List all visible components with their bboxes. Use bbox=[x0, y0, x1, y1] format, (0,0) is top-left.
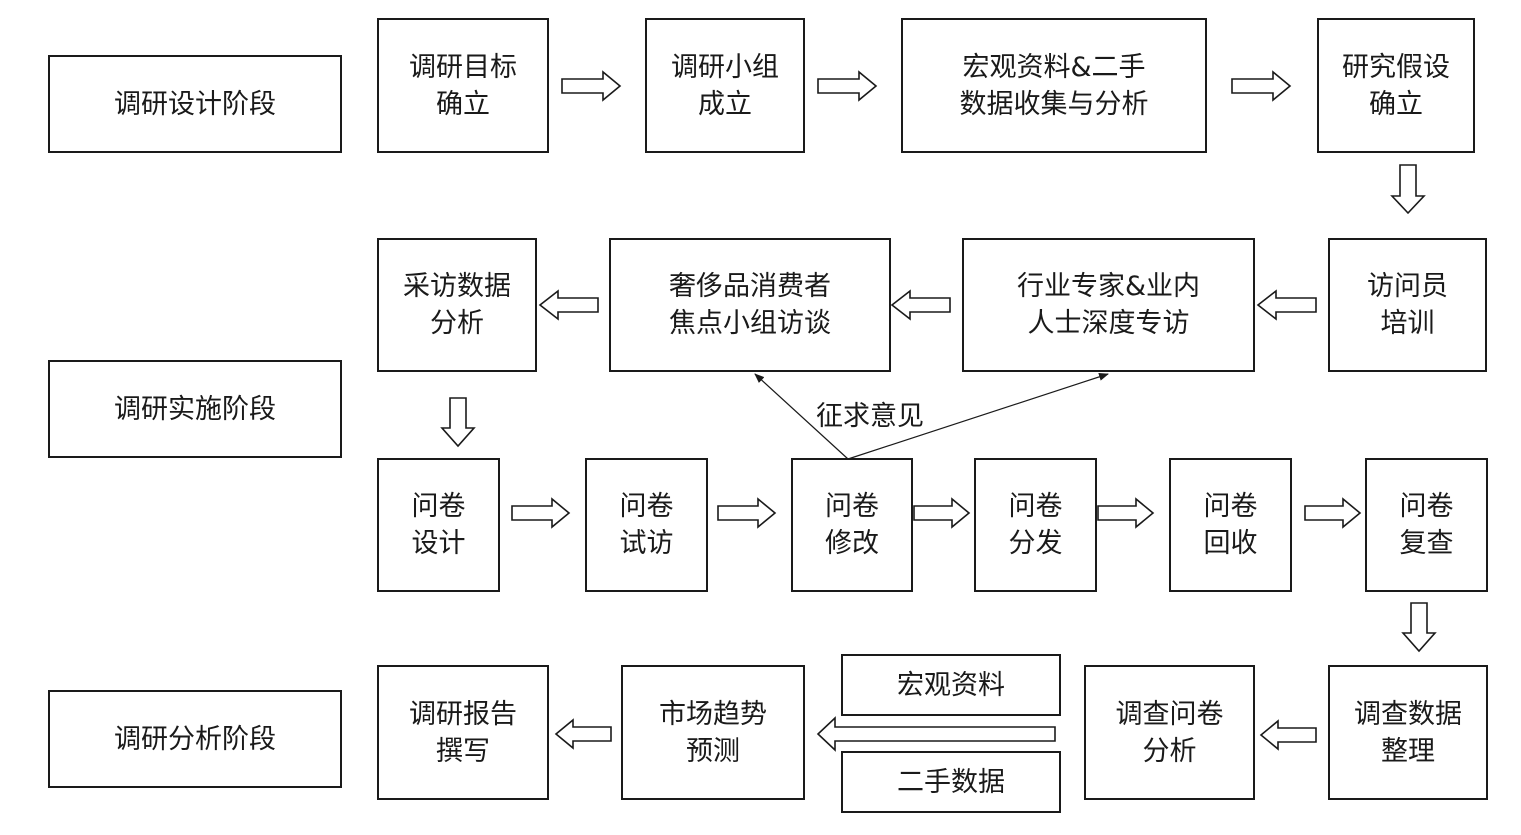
node-line: 访问员 bbox=[1367, 271, 1448, 302]
node-hypothesis: 研究假设 确立 bbox=[1317, 18, 1475, 153]
arrow-training-to-expert bbox=[1256, 289, 1317, 321]
node-interviewer-training: 访问员 培训 bbox=[1328, 238, 1487, 372]
arrow-collect-to-review bbox=[1304, 497, 1362, 529]
arrow-hypothesis-to-training bbox=[1390, 164, 1426, 215]
node-line: 确立 bbox=[1369, 88, 1423, 120]
stage-analysis-label: 调研分析阶段 bbox=[114, 723, 276, 755]
node-research-team: 调研小组 成立 bbox=[645, 18, 805, 153]
node-line: 人士深度专访 bbox=[1027, 308, 1190, 339]
node-line: 调查数据 bbox=[1354, 698, 1462, 730]
stage-design: 调研设计阶段 bbox=[48, 55, 342, 153]
node-questionnaire-analysis: 调查问卷 分析 bbox=[1084, 665, 1255, 800]
source-macro-data: 宏观资料 bbox=[841, 654, 1061, 716]
node-questionnaire-design: 问卷 设计 bbox=[377, 458, 500, 592]
node-report-writing: 调研报告 撰写 bbox=[377, 665, 549, 800]
node-line: 问卷 bbox=[619, 491, 674, 522]
arrow-data-to-hypothesis bbox=[1231, 70, 1292, 102]
node-questionnaire-trial: 问卷 试访 bbox=[585, 458, 708, 592]
node-questionnaire-distribute: 问卷 分发 bbox=[974, 458, 1097, 592]
node-line: 奢侈品消费者 bbox=[669, 271, 831, 302]
arrow-distribute-to-collect bbox=[1097, 497, 1155, 529]
node-line: 市场趋势 bbox=[659, 698, 767, 730]
node-line: 试访 bbox=[619, 528, 674, 559]
node-line: 宏观资料&二手 bbox=[962, 51, 1146, 83]
arrow-trial-to-revise bbox=[717, 497, 777, 529]
feedback-arrow-to-focus bbox=[754, 373, 849, 460]
arrow-interview-to-design bbox=[440, 397, 476, 448]
stage-analysis: 调研分析阶段 bbox=[48, 690, 342, 788]
feedback-label: 征求意见 bbox=[816, 401, 924, 432]
node-expert-interview: 行业专家&业内 人士深度专访 bbox=[962, 238, 1255, 372]
arrow-team-to-data bbox=[817, 70, 878, 102]
stage-implement-label: 调研实施阶段 bbox=[114, 393, 276, 425]
node-line: 预测 bbox=[686, 735, 740, 767]
stage-implement: 调研实施阶段 bbox=[48, 360, 342, 458]
node-line: 问卷 bbox=[1399, 491, 1454, 522]
node-line: 问卷 bbox=[825, 491, 879, 522]
node-questionnaire-revise: 问卷 修改 bbox=[791, 458, 913, 592]
node-line: 调研目标 bbox=[409, 51, 517, 83]
node-line: 培训 bbox=[1380, 308, 1435, 339]
node-line: 确立 bbox=[436, 88, 490, 120]
node-line: 整理 bbox=[1381, 735, 1435, 767]
node-research-target: 调研目标 确立 bbox=[377, 18, 549, 153]
node-line: 设计 bbox=[411, 528, 466, 559]
node-line: 分发 bbox=[1008, 528, 1063, 559]
arrow-target-to-team bbox=[561, 70, 622, 102]
node-line: 调查问卷 bbox=[1115, 698, 1224, 730]
source-label: 二手数据 bbox=[897, 766, 1005, 798]
node-line: 调研报告 bbox=[409, 698, 517, 730]
node-focus-group: 奢侈品消费者 焦点小组访谈 bbox=[609, 238, 891, 372]
node-line: 复查 bbox=[1399, 528, 1454, 559]
node-line: 分析 bbox=[1142, 735, 1197, 767]
node-line: 分析 bbox=[430, 308, 484, 339]
node-line: 问卷 bbox=[1008, 491, 1063, 522]
node-questionnaire-review: 问卷 复查 bbox=[1365, 458, 1488, 592]
feedback-arrow-to-expert bbox=[847, 372, 1109, 460]
arrow-sources-to-forecast bbox=[816, 716, 1056, 752]
node-data-organize: 调查数据 整理 bbox=[1328, 665, 1488, 800]
node-line: 焦点小组访谈 bbox=[669, 308, 831, 339]
node-market-forecast: 市场趋势 预测 bbox=[621, 665, 805, 800]
arrow-revise-to-distribute bbox=[913, 497, 971, 529]
node-line: 行业专家&业内 bbox=[1016, 271, 1201, 302]
node-line: 问卷 bbox=[1203, 491, 1258, 522]
arrow-forecast-to-report bbox=[554, 718, 612, 750]
node-line: 回收 bbox=[1203, 528, 1258, 559]
node-interview-analysis: 采访数据 分析 bbox=[377, 238, 537, 372]
node-line: 修改 bbox=[825, 528, 879, 559]
node-line: 调研小组 bbox=[671, 51, 779, 83]
arrow-review-to-organize bbox=[1401, 602, 1437, 653]
arrow-organize-to-questionnaire-analysis bbox=[1259, 719, 1317, 751]
arrow-design-to-trial bbox=[511, 497, 571, 529]
node-questionnaire-collect: 问卷 回收 bbox=[1169, 458, 1292, 592]
node-line: 撰写 bbox=[436, 735, 490, 767]
node-line: 采访数据 bbox=[403, 271, 511, 302]
source-label: 宏观资料 bbox=[897, 669, 1005, 701]
arrow-expert-to-focus bbox=[890, 289, 951, 321]
stage-design-label: 调研设计阶段 bbox=[114, 88, 276, 120]
node-line: 数据收集与分析 bbox=[959, 88, 1149, 120]
node-line: 问卷 bbox=[411, 491, 466, 522]
source-secondary-data: 二手数据 bbox=[841, 751, 1061, 813]
node-line: 研究假设 bbox=[1342, 51, 1450, 83]
node-line: 成立 bbox=[698, 88, 752, 120]
node-data-collection: 宏观资料&二手 数据收集与分析 bbox=[901, 18, 1207, 153]
arrow-focus-to-interview bbox=[538, 289, 599, 321]
